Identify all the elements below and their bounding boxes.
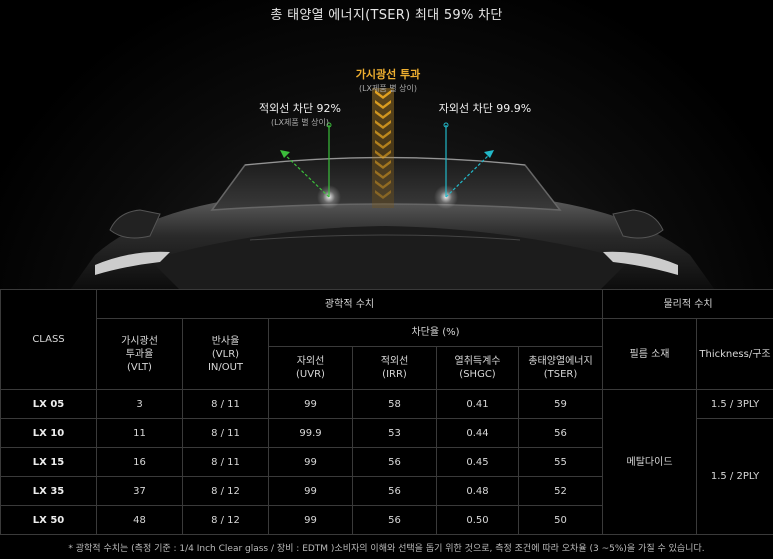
class-cell: LX 50 <box>0 505 97 535</box>
irr-cell: 53 <box>352 418 437 448</box>
uv-block-title: 적외선 차단 92% <box>258 102 342 115</box>
header-text: 적외선(IRR) <box>380 356 409 380</box>
uvr-cell: 99 <box>268 447 353 477</box>
irr-cell: 56 <box>352 476 437 506</box>
page-title: 총 태양열 에너지(TSER) 최대 59% 차단 <box>270 8 503 23</box>
shgc-cell: 0.44 <box>436 418 519 448</box>
vlt-cell: 16 <box>96 447 183 477</box>
vlr-header: 반사율(VLR)IN/OUT <box>182 318 269 390</box>
tser-cell: 50 <box>517 505 604 535</box>
class-cell: LX 10 <box>0 418 97 448</box>
chevron-down-icon <box>375 170 391 179</box>
header-text: 총태양열에너지(TSER) <box>528 356 593 380</box>
optical-header: 광학적 수치 <box>95 289 604 319</box>
ir-block-title: 자외선 차단 99.9% <box>438 102 532 115</box>
vlt-cell: 37 <box>96 476 183 506</box>
tser-header: 총태양열에너지(TSER) <box>517 346 604 390</box>
footnote: * 광학적 수치는 (측정 기준 : 1/4 Inch Clear glass … <box>68 544 705 554</box>
vlt-cell: 48 <box>96 505 183 535</box>
uvr-cell: 99 <box>268 505 353 535</box>
chevron-down-icon <box>375 100 391 109</box>
hero-banner: 총 태양열 에너지(TSER) 최대 59% 차단 <box>0 0 773 290</box>
shgc-cell: 0.45 <box>436 447 519 477</box>
vlt-cell: 3 <box>96 389 183 419</box>
car-illustration <box>70 88 715 290</box>
vlr-cell: 8 / 11 <box>182 418 269 448</box>
block-rate-header: 차단율 (%) <box>267 318 604 347</box>
tser-cell: 56 <box>517 418 604 448</box>
visible-light-label: 가시광선 투과 (LX제품 별 상이) <box>330 66 446 94</box>
uv-block-note: (LX제품 별 상이) <box>270 118 330 127</box>
uvr-cell: 99.9 <box>268 418 353 448</box>
uv-block-label: 적외선 차단 92% (LX제품 별 상이) <box>240 100 360 128</box>
header-text: 반사율(VLR)IN/OUT <box>207 335 244 373</box>
class-cell: LX 05 <box>0 389 97 419</box>
ir-block-label: 자외선 차단 99.9% <box>430 100 540 116</box>
visible-light-arrows <box>375 90 391 199</box>
class-cell: LX 15 <box>0 447 97 477</box>
uvr-cell: 99 <box>268 476 353 506</box>
material-cell: 메탈다이드 <box>602 389 698 535</box>
vlr-cell: 8 / 12 <box>182 476 269 506</box>
header-text: 자외선(UVR) <box>296 356 325 380</box>
class-header: CLASS <box>0 289 97 390</box>
irr-cell: 56 <box>352 505 437 535</box>
chevron-down-icon <box>375 180 391 189</box>
visible-light-note: (LX제품 별 상이) <box>358 84 418 93</box>
vlt-cell: 11 <box>96 418 183 448</box>
chevron-down-icon <box>375 110 391 119</box>
chevron-down-icon <box>375 90 391 99</box>
irr-cell: 56 <box>352 447 437 477</box>
shgc-header: 열취득계수(SHGC) <box>436 346 519 390</box>
material-header: 필름 소재 <box>602 318 698 390</box>
vlr-cell: 8 / 11 <box>182 447 269 477</box>
shgc-cell: 0.50 <box>436 505 519 535</box>
visible-light-title: 가시광선 투과 <box>355 68 421 81</box>
chevron-down-icon <box>375 140 391 149</box>
shgc-cell: 0.41 <box>436 389 519 419</box>
tser-cell: 59 <box>517 389 604 419</box>
tser-cell: 52 <box>517 476 604 506</box>
chevron-down-icon <box>375 130 391 139</box>
irr-cell: 58 <box>352 389 437 419</box>
physical-header: 물리적 수치 <box>602 289 773 319</box>
class-cell: LX 35 <box>0 476 97 506</box>
thickness-cell: 1.5 / 3PLY <box>696 389 773 419</box>
chevron-down-icon <box>375 190 391 199</box>
chevron-down-icon <box>375 150 391 159</box>
shgc-cell: 0.48 <box>436 476 519 506</box>
vlr-cell: 8 / 11 <box>182 389 269 419</box>
irr-header: 적외선(IRR) <box>352 346 437 390</box>
vlr-cell: 8 / 12 <box>182 505 269 535</box>
thickness-header: Thickness/구조 <box>696 318 773 390</box>
header-text: 열취득계수(SHGC) <box>454 356 501 380</box>
chevron-down-icon <box>375 120 391 129</box>
uvr-cell: 99 <box>268 389 353 419</box>
thickness-cell: 1.5 / 2PLY <box>696 418 773 535</box>
tser-cell: 55 <box>517 447 604 477</box>
chevron-down-icon <box>375 160 391 169</box>
uvr-header: 자외선(UVR) <box>268 346 353 390</box>
